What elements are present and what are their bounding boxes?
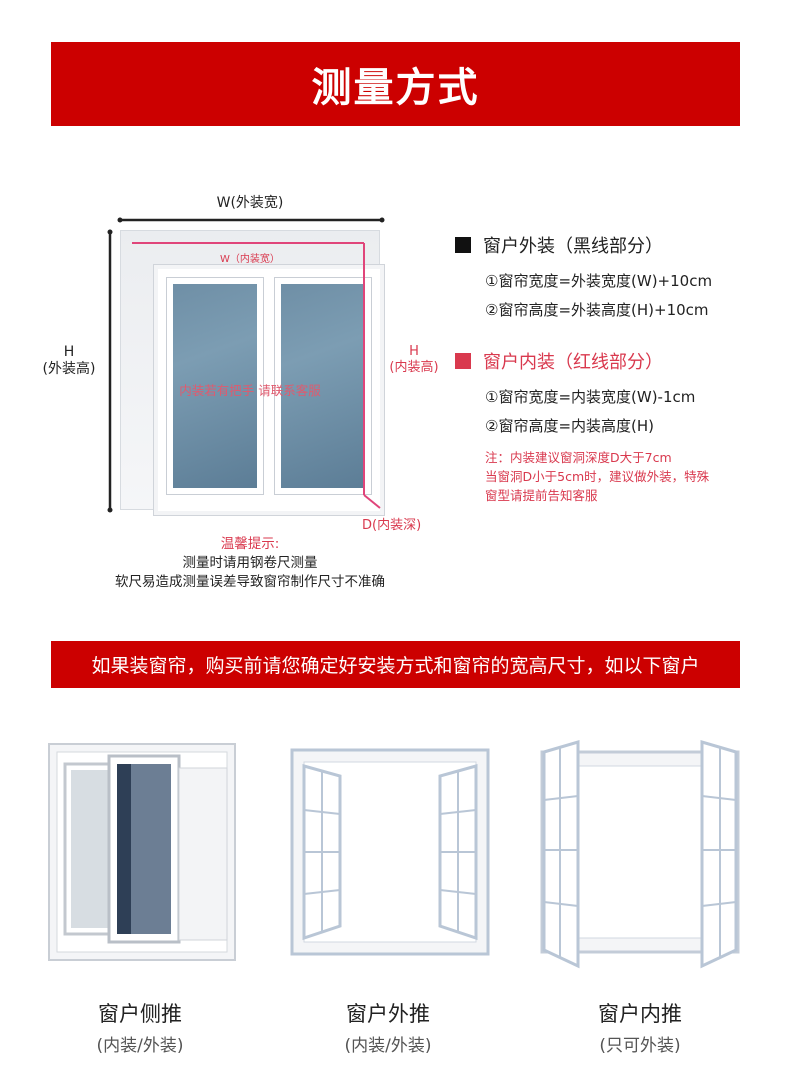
window-inward-sub: (只可外装): [599, 1036, 681, 1056]
left-sash: [166, 277, 264, 495]
width-inner-label: W（内装宽）: [220, 254, 280, 265]
window-inward-image: [540, 730, 750, 970]
notice-text: 如果装窗帘，购买前请您确定好安装方式和窗帘的宽高尺寸，如以下窗户: [91, 655, 700, 677]
notice-banner: 如果装窗帘，购买前请您确定好安装方式和窗帘的宽高尺寸，如以下窗户: [51, 641, 740, 688]
measurement-diagram: W（内装宽） 内装若有把手 请联系客服: [100, 210, 400, 520]
window-inward-name: 窗户内推: [598, 1002, 682, 1026]
black-square-icon: [455, 237, 471, 253]
inside-note-3: 窗型请提前告知客服: [485, 488, 598, 503]
outside-title-text: 窗户外装（黑线部分）: [483, 236, 663, 257]
inside-width-formula: ①窗帘宽度=内装宽度(W)-1cm: [485, 388, 696, 406]
depth-label: D(内装深): [362, 518, 422, 533]
window-outward-image: [290, 730, 500, 970]
outside-install-info: 窗户外装（黑线部分） ①窗帘宽度=外装宽度(W)+10cm ②窗帘高度=外装高度…: [455, 232, 712, 320]
height-inner-label: H (内装高): [382, 344, 446, 376]
outside-install-title: 窗户外装（黑线部分）: [455, 232, 712, 258]
inside-title-text: 窗户内装（红线部分）: [483, 352, 663, 373]
page-title: 测量方式: [311, 65, 480, 111]
tips-line-1: 测量时请用钢卷尺测量: [182, 555, 318, 571]
inner-dimension-lines: [132, 242, 381, 509]
inside-install-title: 窗户内装（红线部分）: [455, 348, 709, 374]
window-frame: [120, 230, 385, 516]
outside-width-formula: ①窗帘宽度=外装宽度(W)+10cm: [485, 272, 713, 290]
tips-block: 温馨提示: 测量时请用钢卷尺测量 软尺易造成测量误差导致窗帘制作尺寸不准确: [100, 535, 400, 592]
window-sliding-image: [45, 730, 255, 970]
window-sliding-name: 窗户侧推: [98, 1002, 182, 1026]
dimension-lines: [107, 217, 385, 513]
tips-title: 温馨提示:: [220, 536, 280, 552]
right-sash: [274, 277, 372, 495]
inside-note-1: 注：内装建议窗洞深度D大于7cm: [485, 450, 672, 465]
tips-line-2: 软尺易造成测量误差导致窗帘制作尺寸不准确: [115, 574, 385, 590]
height-outer-label: H (外装高): [34, 344, 104, 378]
inside-install-info: 窗户内装（红线部分） ①窗帘宽度=内装宽度(W)-1cm ②窗帘高度=内装高度(…: [455, 348, 709, 505]
window-outward-sub: (内装/外装): [344, 1036, 432, 1056]
height-inner-text: (内装高): [389, 360, 439, 375]
height-outer-letter: H: [63, 344, 75, 360]
window-outward-name: 窗户外推: [346, 1002, 430, 1026]
title-banner: 测量方式: [51, 42, 740, 126]
inner-handle-note: 内装若有把手 请联系客服: [179, 383, 321, 398]
height-outer-text: (外装高): [42, 361, 96, 377]
inside-note-2: 当窗洞D小于5cm时，建议做外装，特殊: [485, 469, 710, 484]
window-sliding-sub: (内装/外装): [96, 1036, 184, 1056]
height-inner-letter: H: [409, 344, 419, 359]
width-outer-label: W(外装宽): [216, 195, 284, 211]
outside-height-formula: ②窗帘高度=外装高度(H)+10cm: [485, 301, 709, 319]
inside-height-formula: ②窗帘高度=内装高度(H): [485, 417, 654, 435]
pink-square-icon: [455, 353, 471, 369]
window-opening: [153, 264, 385, 516]
